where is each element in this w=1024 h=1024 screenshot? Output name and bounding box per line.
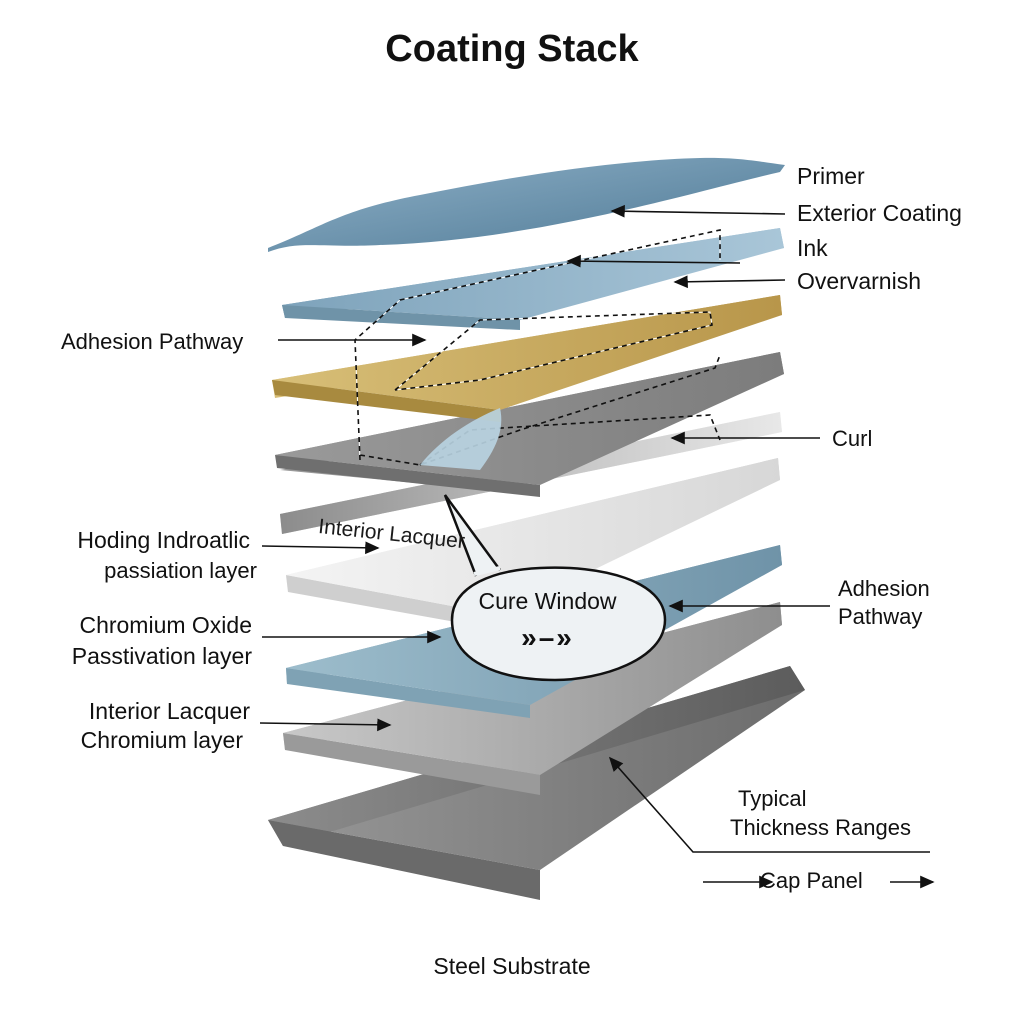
callout-title: Cure Window	[478, 588, 617, 614]
leader-lines	[259, 204, 935, 889]
layer-exterior-coating	[282, 228, 784, 330]
label-typical-1: Typical	[738, 786, 807, 811]
label-hoding-2: passiation layer	[104, 558, 257, 583]
footer-label: Steel Substrate	[433, 953, 591, 979]
label-chromium-oxide-2: Passtivation layer	[71, 643, 252, 669]
diagram-title: Coating Stack	[385, 28, 639, 70]
callout-symbol: »–»	[521, 622, 574, 653]
layer-curl	[275, 352, 784, 497]
label-interior-lacquer-1: Interior Lacquer	[88, 698, 250, 724]
pathway-ribbon	[420, 408, 502, 470]
label-overvarnish: Overvarnish	[797, 268, 921, 294]
label-cap-panel: Cap Panel	[760, 868, 863, 893]
layer-primer-curved	[268, 157, 785, 252]
label-adhesion-pathway-left: Adhesion Pathway	[61, 329, 244, 354]
label-primer: Primer	[797, 163, 865, 189]
label-chromium-oxide-1: Chromium Oxide	[79, 612, 252, 638]
label-ink: Ink	[797, 235, 828, 261]
layer-passivation	[286, 458, 780, 630]
layer-ink-gold	[272, 295, 782, 422]
label-typical-2: Thickness Ranges	[730, 815, 911, 840]
label-curl: Curl	[832, 426, 873, 451]
label-interior-lacquer-2: Chromium layer	[80, 727, 243, 753]
adhesion-pathway-dashed-line	[354, 229, 721, 466]
cure-window-callout	[443, 494, 667, 682]
label-adhesion-pathway-right-2: Pathway	[838, 604, 923, 629]
label-adhesion-pathway-right-1: Adhesion	[838, 576, 930, 601]
label-hoding-1: Hoding Indroatlic	[77, 527, 250, 553]
label-exterior-coating: Exterior Coating	[797, 200, 962, 226]
